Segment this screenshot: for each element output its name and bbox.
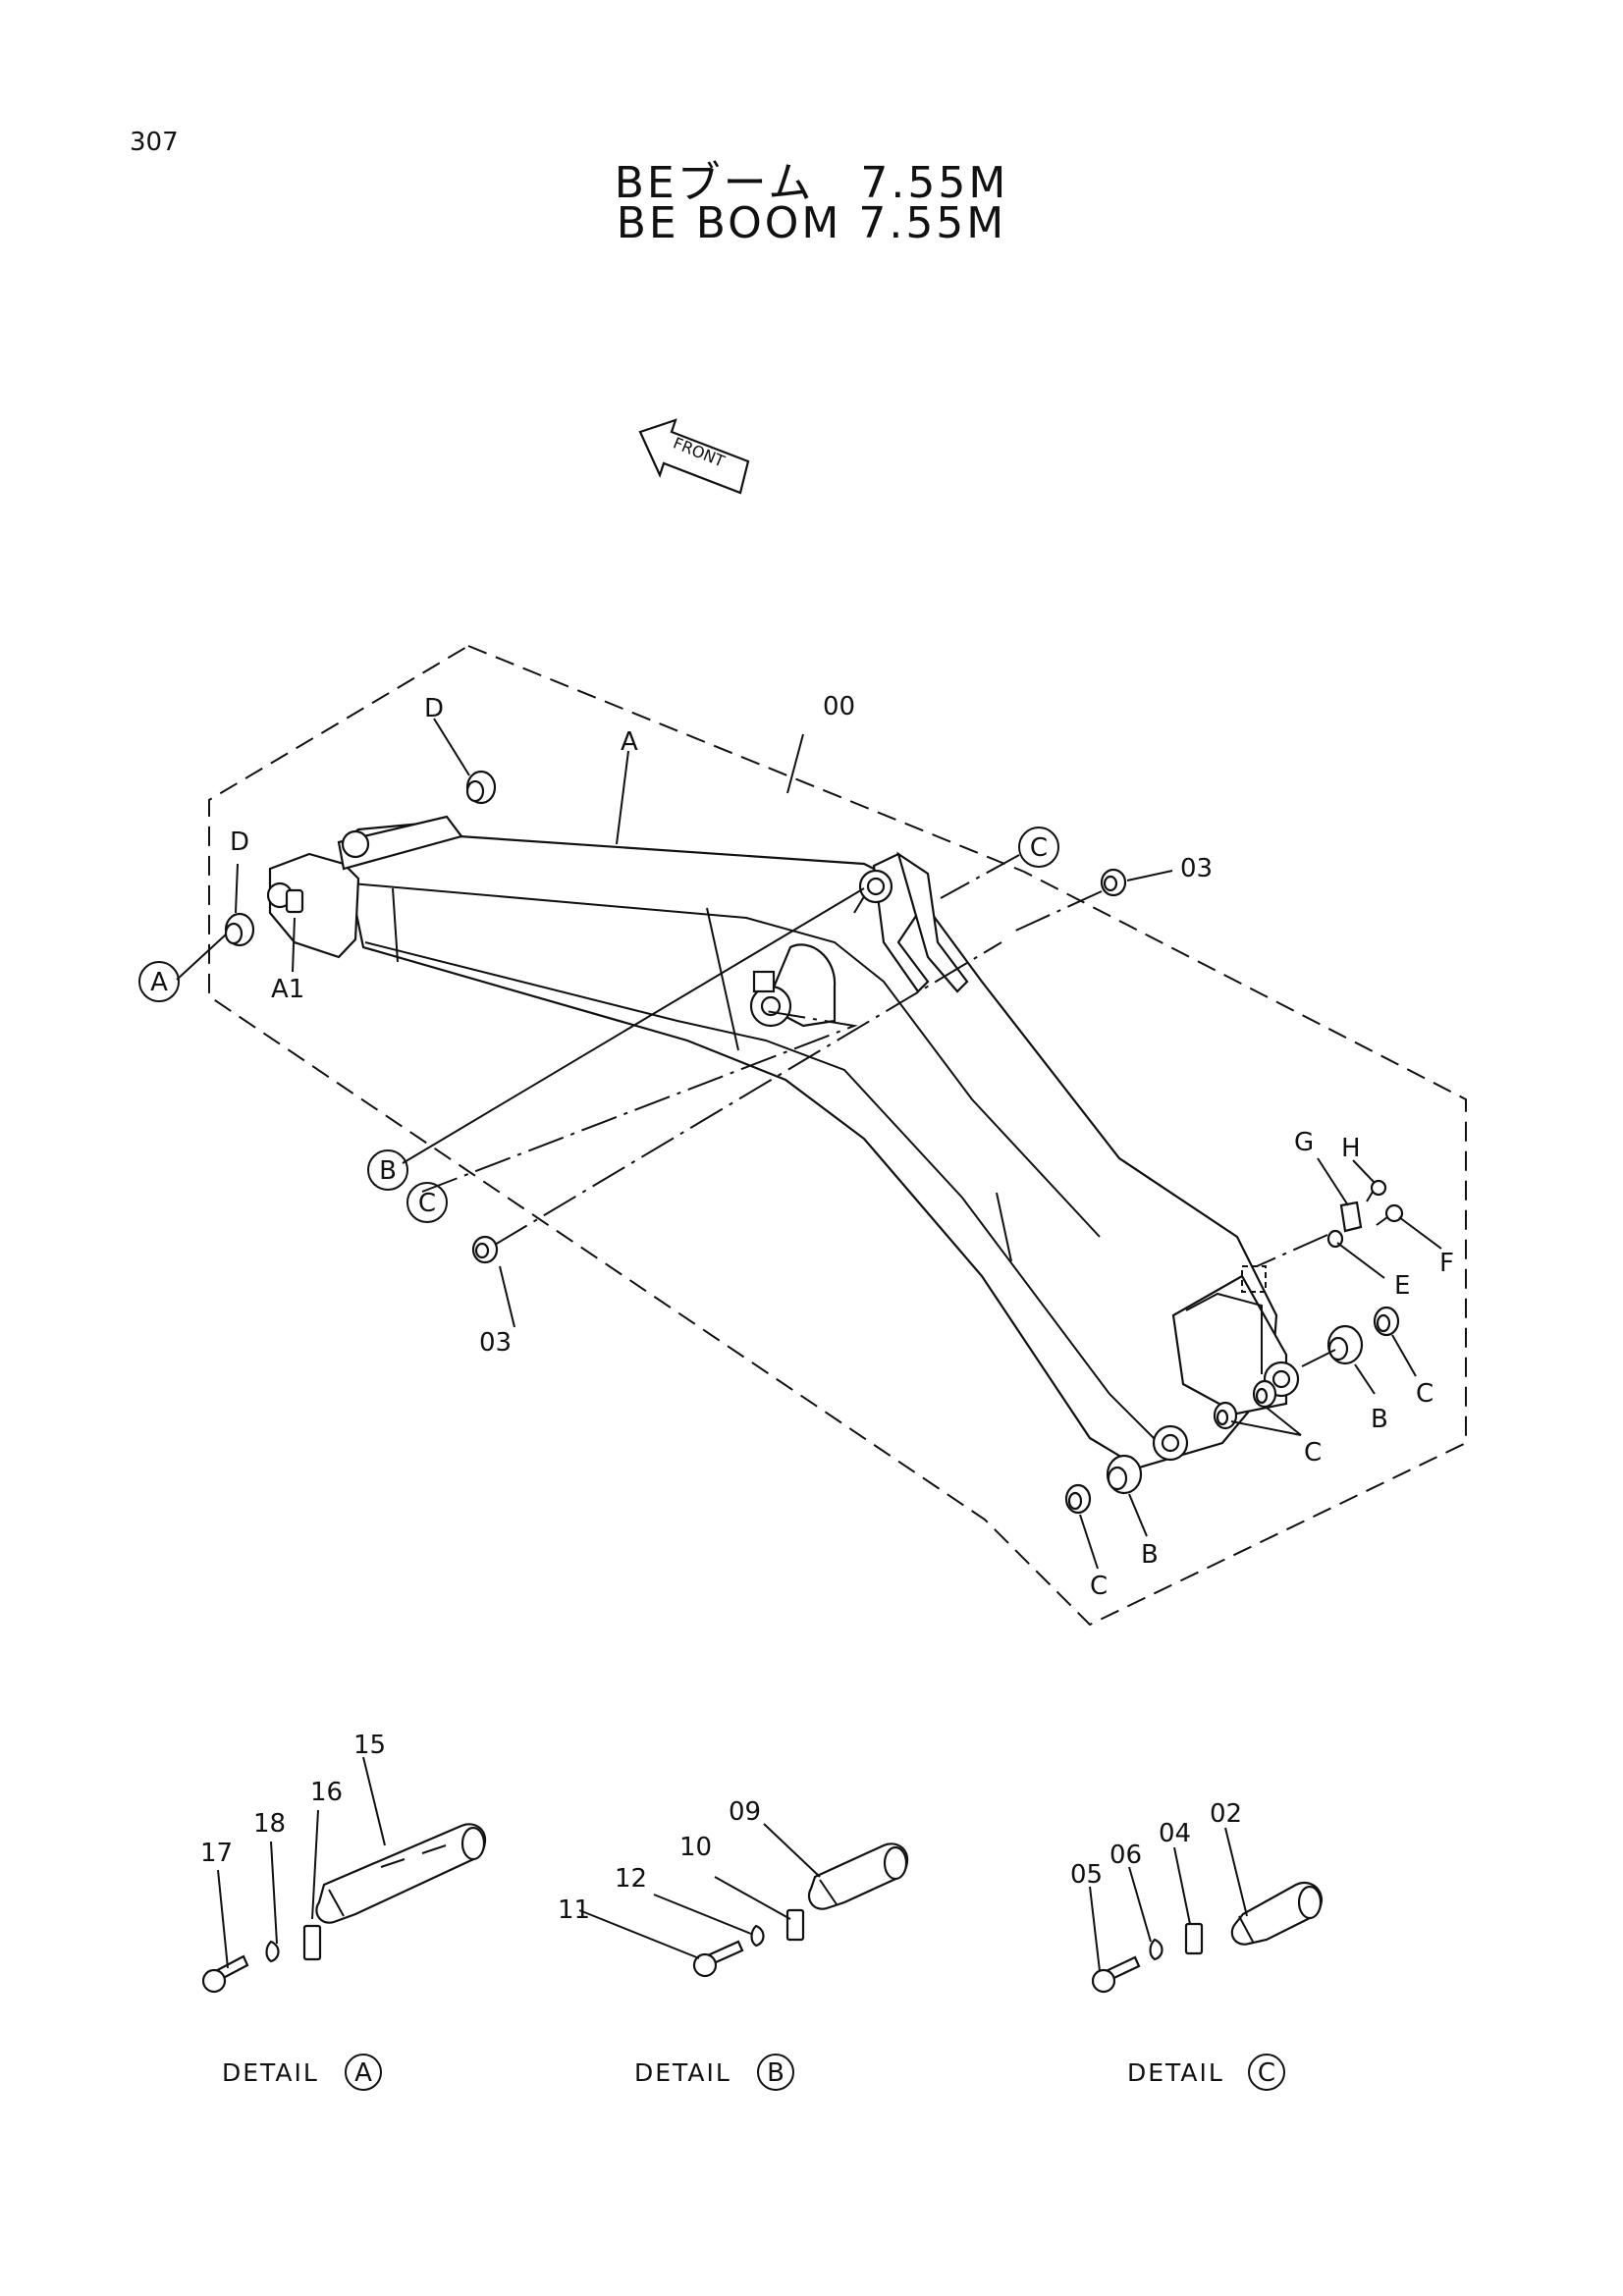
label-a-boom: A bbox=[621, 727, 638, 757]
label-g: G bbox=[1294, 1128, 1314, 1157]
detail-c-part-06: 06 bbox=[1109, 1841, 1142, 1870]
detail-b-part-09: 09 bbox=[729, 1797, 761, 1827]
detail-c-ring-label: C bbox=[1258, 2058, 1275, 2088]
part-seal-c-right bbox=[1373, 1306, 1400, 1337]
detail-b-caption: DETAIL bbox=[634, 2058, 731, 2087]
part-seal-c-mid-2 bbox=[1213, 1401, 1238, 1430]
label-03-right: 03 bbox=[1180, 854, 1213, 883]
detail-c-part-02: 02 bbox=[1210, 1799, 1242, 1829]
label-d-top: D bbox=[424, 694, 444, 723]
label-d-left: D bbox=[230, 828, 249, 857]
boom-structure bbox=[266, 815, 1300, 1469]
part-seal-c-mid-1 bbox=[1252, 1379, 1277, 1409]
label-h: H bbox=[1341, 1134, 1361, 1163]
part-seal-c-bottom bbox=[1064, 1483, 1092, 1515]
title-japanese: BEブーム 7.55M bbox=[614, 158, 1009, 208]
detail-c-part-04: 04 bbox=[1159, 1819, 1191, 1848]
part-plate-g bbox=[1339, 1201, 1363, 1233]
page-number: 307 bbox=[130, 128, 179, 157]
detail-b-part-11: 11 bbox=[558, 1896, 590, 1925]
label-c-mid: C bbox=[1304, 1438, 1322, 1468]
callout-circle-b: B bbox=[367, 1149, 408, 1191]
detail-a-part-16: 16 bbox=[310, 1778, 343, 1807]
svg-text:A: A bbox=[150, 968, 168, 997]
detail-a-part-17: 17 bbox=[200, 1839, 233, 1868]
detail-a-part-15: 15 bbox=[353, 1731, 386, 1760]
part-bolt-h bbox=[1366, 1179, 1387, 1202]
label-e: E bbox=[1394, 1271, 1410, 1301]
svg-text:C: C bbox=[1030, 833, 1048, 863]
detail-a-part-18: 18 bbox=[253, 1809, 286, 1839]
detail-b-part-12: 12 bbox=[615, 1864, 647, 1894]
part-bushing-b-bottom bbox=[1106, 1454, 1143, 1495]
detail-a-caption: DETAIL bbox=[222, 2058, 319, 2087]
part-seal-03-left bbox=[471, 1235, 499, 1264]
part-bushing-d-top bbox=[465, 770, 497, 805]
detail-c-part-05: 05 bbox=[1070, 1860, 1103, 1890]
detail-a-ring-label: A bbox=[354, 2058, 372, 2088]
label-c-bottom: C bbox=[1090, 1572, 1108, 1601]
detail-a-group: 15 16 18 17 DETAIL A bbox=[200, 1731, 487, 2091]
part-bushing-b-right bbox=[1326, 1324, 1364, 1365]
label-f: F bbox=[1439, 1249, 1454, 1278]
callout-circle-a: A bbox=[138, 961, 180, 1002]
label-00: 00 bbox=[823, 692, 855, 721]
detail-b-part-10: 10 bbox=[679, 1833, 712, 1862]
callout-circle-c-mid: C bbox=[406, 1182, 448, 1223]
title-english: BE BOOM 7.55M bbox=[616, 198, 1007, 248]
label-a1: A1 bbox=[271, 975, 304, 1004]
detail-c-group: 02 04 06 05 DETAIL C bbox=[1070, 1799, 1324, 2091]
detail-c-caption: DETAIL bbox=[1127, 2058, 1224, 2087]
leader-lines bbox=[176, 718, 1442, 1570]
detail-b-group: 09 10 12 11 DETAIL B bbox=[558, 1797, 909, 2091]
callout-circle-c-top: C bbox=[1018, 827, 1059, 868]
detail-b-ring-label: B bbox=[767, 2058, 784, 2088]
label-03-left: 03 bbox=[479, 1328, 512, 1358]
part-seal-03-right bbox=[1100, 868, 1127, 897]
svg-text:C: C bbox=[418, 1189, 436, 1218]
label-b-right: B bbox=[1371, 1405, 1388, 1434]
svg-text:B: B bbox=[379, 1156, 397, 1186]
part-bolt-f bbox=[1376, 1203, 1404, 1226]
label-c-right: C bbox=[1416, 1379, 1434, 1409]
part-bushing-d-left bbox=[224, 912, 255, 947]
assembly-outline bbox=[208, 644, 1467, 1627]
label-b-bottom: B bbox=[1141, 1540, 1159, 1570]
front-arrow-icon: FRONT bbox=[638, 418, 750, 495]
